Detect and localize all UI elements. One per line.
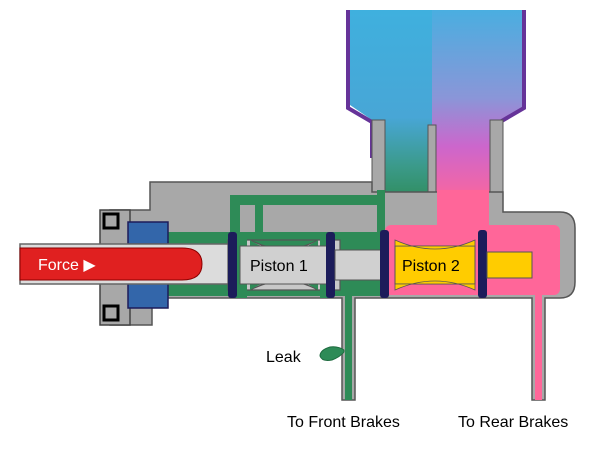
leak-label: Leak bbox=[266, 349, 302, 366]
piston-2-seal-left bbox=[380, 230, 389, 298]
force-label: Force ▶ bbox=[38, 257, 96, 274]
reservoir-fluid-front bbox=[350, 10, 432, 205]
front-brakes-label: To Front Brakes bbox=[287, 414, 400, 431]
rear-brakes-label: To Rear Brakes bbox=[458, 414, 568, 431]
force-arrow bbox=[19, 247, 203, 281]
leak-indicator: Leak bbox=[266, 346, 345, 366]
piston-2-label: Piston 2 bbox=[402, 258, 460, 275]
reservoir-fluid-rear bbox=[432, 10, 522, 205]
piston-link-rod bbox=[334, 249, 386, 281]
piston-1: Piston 1 bbox=[227, 232, 341, 298]
leak-drop-icon bbox=[319, 346, 345, 361]
front-outlet-line bbox=[345, 292, 352, 400]
fluid-reservoir bbox=[346, 10, 526, 206]
rear-rod bbox=[486, 251, 533, 279]
force-input: Force ▶ bbox=[19, 247, 203, 281]
piston-2-seal-right bbox=[478, 230, 487, 298]
piston-1-seal-left bbox=[228, 232, 237, 298]
piston-2: Piston 2 bbox=[380, 230, 487, 298]
piston-1-seal-right bbox=[326, 232, 335, 298]
piston-1-label: Piston 1 bbox=[250, 258, 308, 275]
inlet-seal-bottom bbox=[127, 281, 169, 309]
inlet-seal-top bbox=[127, 221, 169, 245]
reservoir-neck-left bbox=[371, 119, 386, 193]
reservoir-neck-right bbox=[489, 119, 504, 193]
